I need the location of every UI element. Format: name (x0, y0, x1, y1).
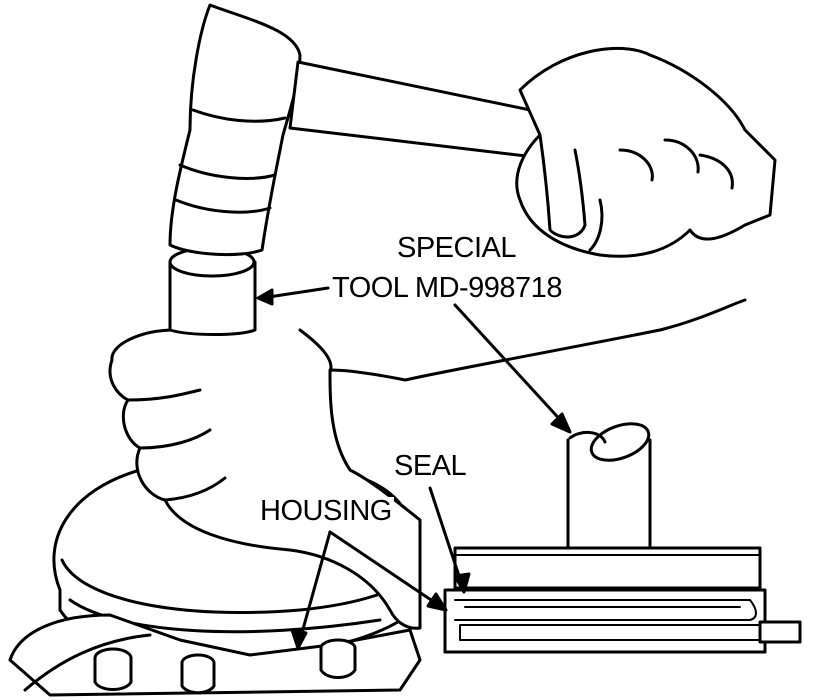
special-leader-line (453, 303, 567, 427)
housing-arrowhead-1 (290, 628, 308, 650)
housing-bolts (93, 638, 357, 695)
tool-arrowhead (256, 288, 274, 306)
label-tool-number: TOOL MD-998718 (330, 272, 564, 304)
label-special: SPECIAL (395, 232, 518, 264)
label-seal: SEAL (392, 450, 469, 482)
special-arrowhead (550, 412, 572, 434)
seal-arrowhead (453, 572, 471, 594)
lower-hand (108, 298, 747, 630)
hammer (168, 3, 562, 257)
special-tool-handle (168, 246, 257, 336)
installer-tool-pipe (566, 422, 652, 550)
housing-leader-line-1 (298, 530, 332, 642)
housing-arrowhead-2 (426, 592, 448, 612)
upper-hand (515, 46, 777, 258)
seal-leader-line (428, 486, 464, 587)
housing-leader-line-2 (328, 530, 442, 608)
seal-plate-assembly (443, 546, 802, 654)
leader-lines (256, 286, 572, 650)
label-housing: HOUSING (258, 495, 394, 527)
